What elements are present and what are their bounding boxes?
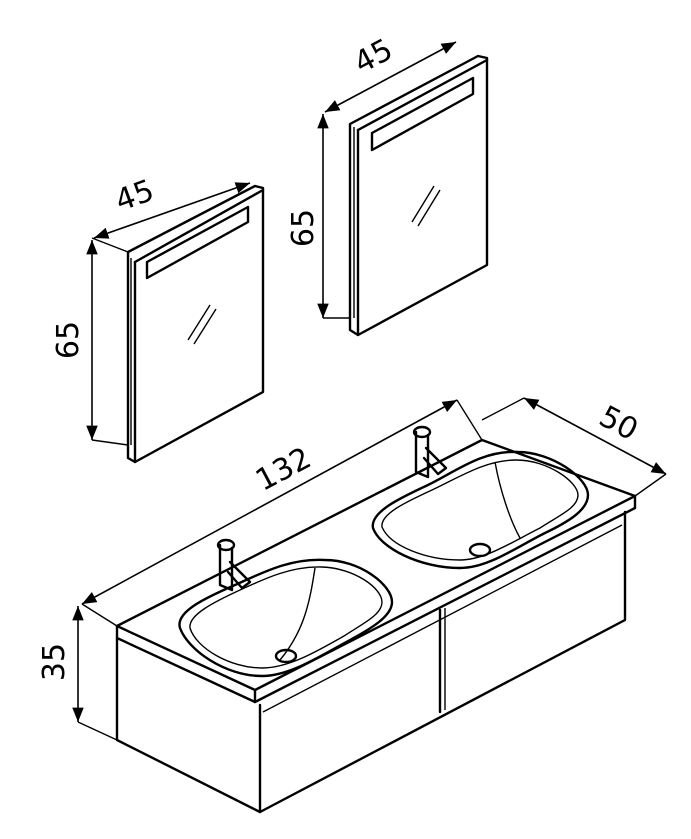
- vanity-dimensions: 132 50 35: [37, 397, 667, 741]
- right-mirror-width-label: 45: [348, 32, 398, 81]
- vanity-height-label: 35: [37, 643, 72, 681]
- double-vanity: [115, 425, 637, 814]
- right-mirror-dimensions: 45 65: [286, 32, 457, 319]
- left-mirror-height-label: 65: [51, 321, 86, 359]
- right-mirror-cabinet: [348, 54, 489, 337]
- right-faucet-icon: [412, 425, 448, 479]
- left-faucet-icon: [216, 538, 252, 592]
- left-mirror-width-label: 45: [111, 173, 159, 219]
- vanity-width-label: 132: [250, 441, 317, 499]
- light-bar: [145, 205, 250, 280]
- mirror-glare-icon: [187, 304, 217, 345]
- right-mirror-height-label: 65: [286, 209, 321, 247]
- right-basin: [371, 450, 590, 570]
- vanity-depth-label: 50: [593, 399, 643, 448]
- mirror-glare-icon: [411, 185, 441, 227]
- left-mirror-cabinet: [126, 184, 265, 464]
